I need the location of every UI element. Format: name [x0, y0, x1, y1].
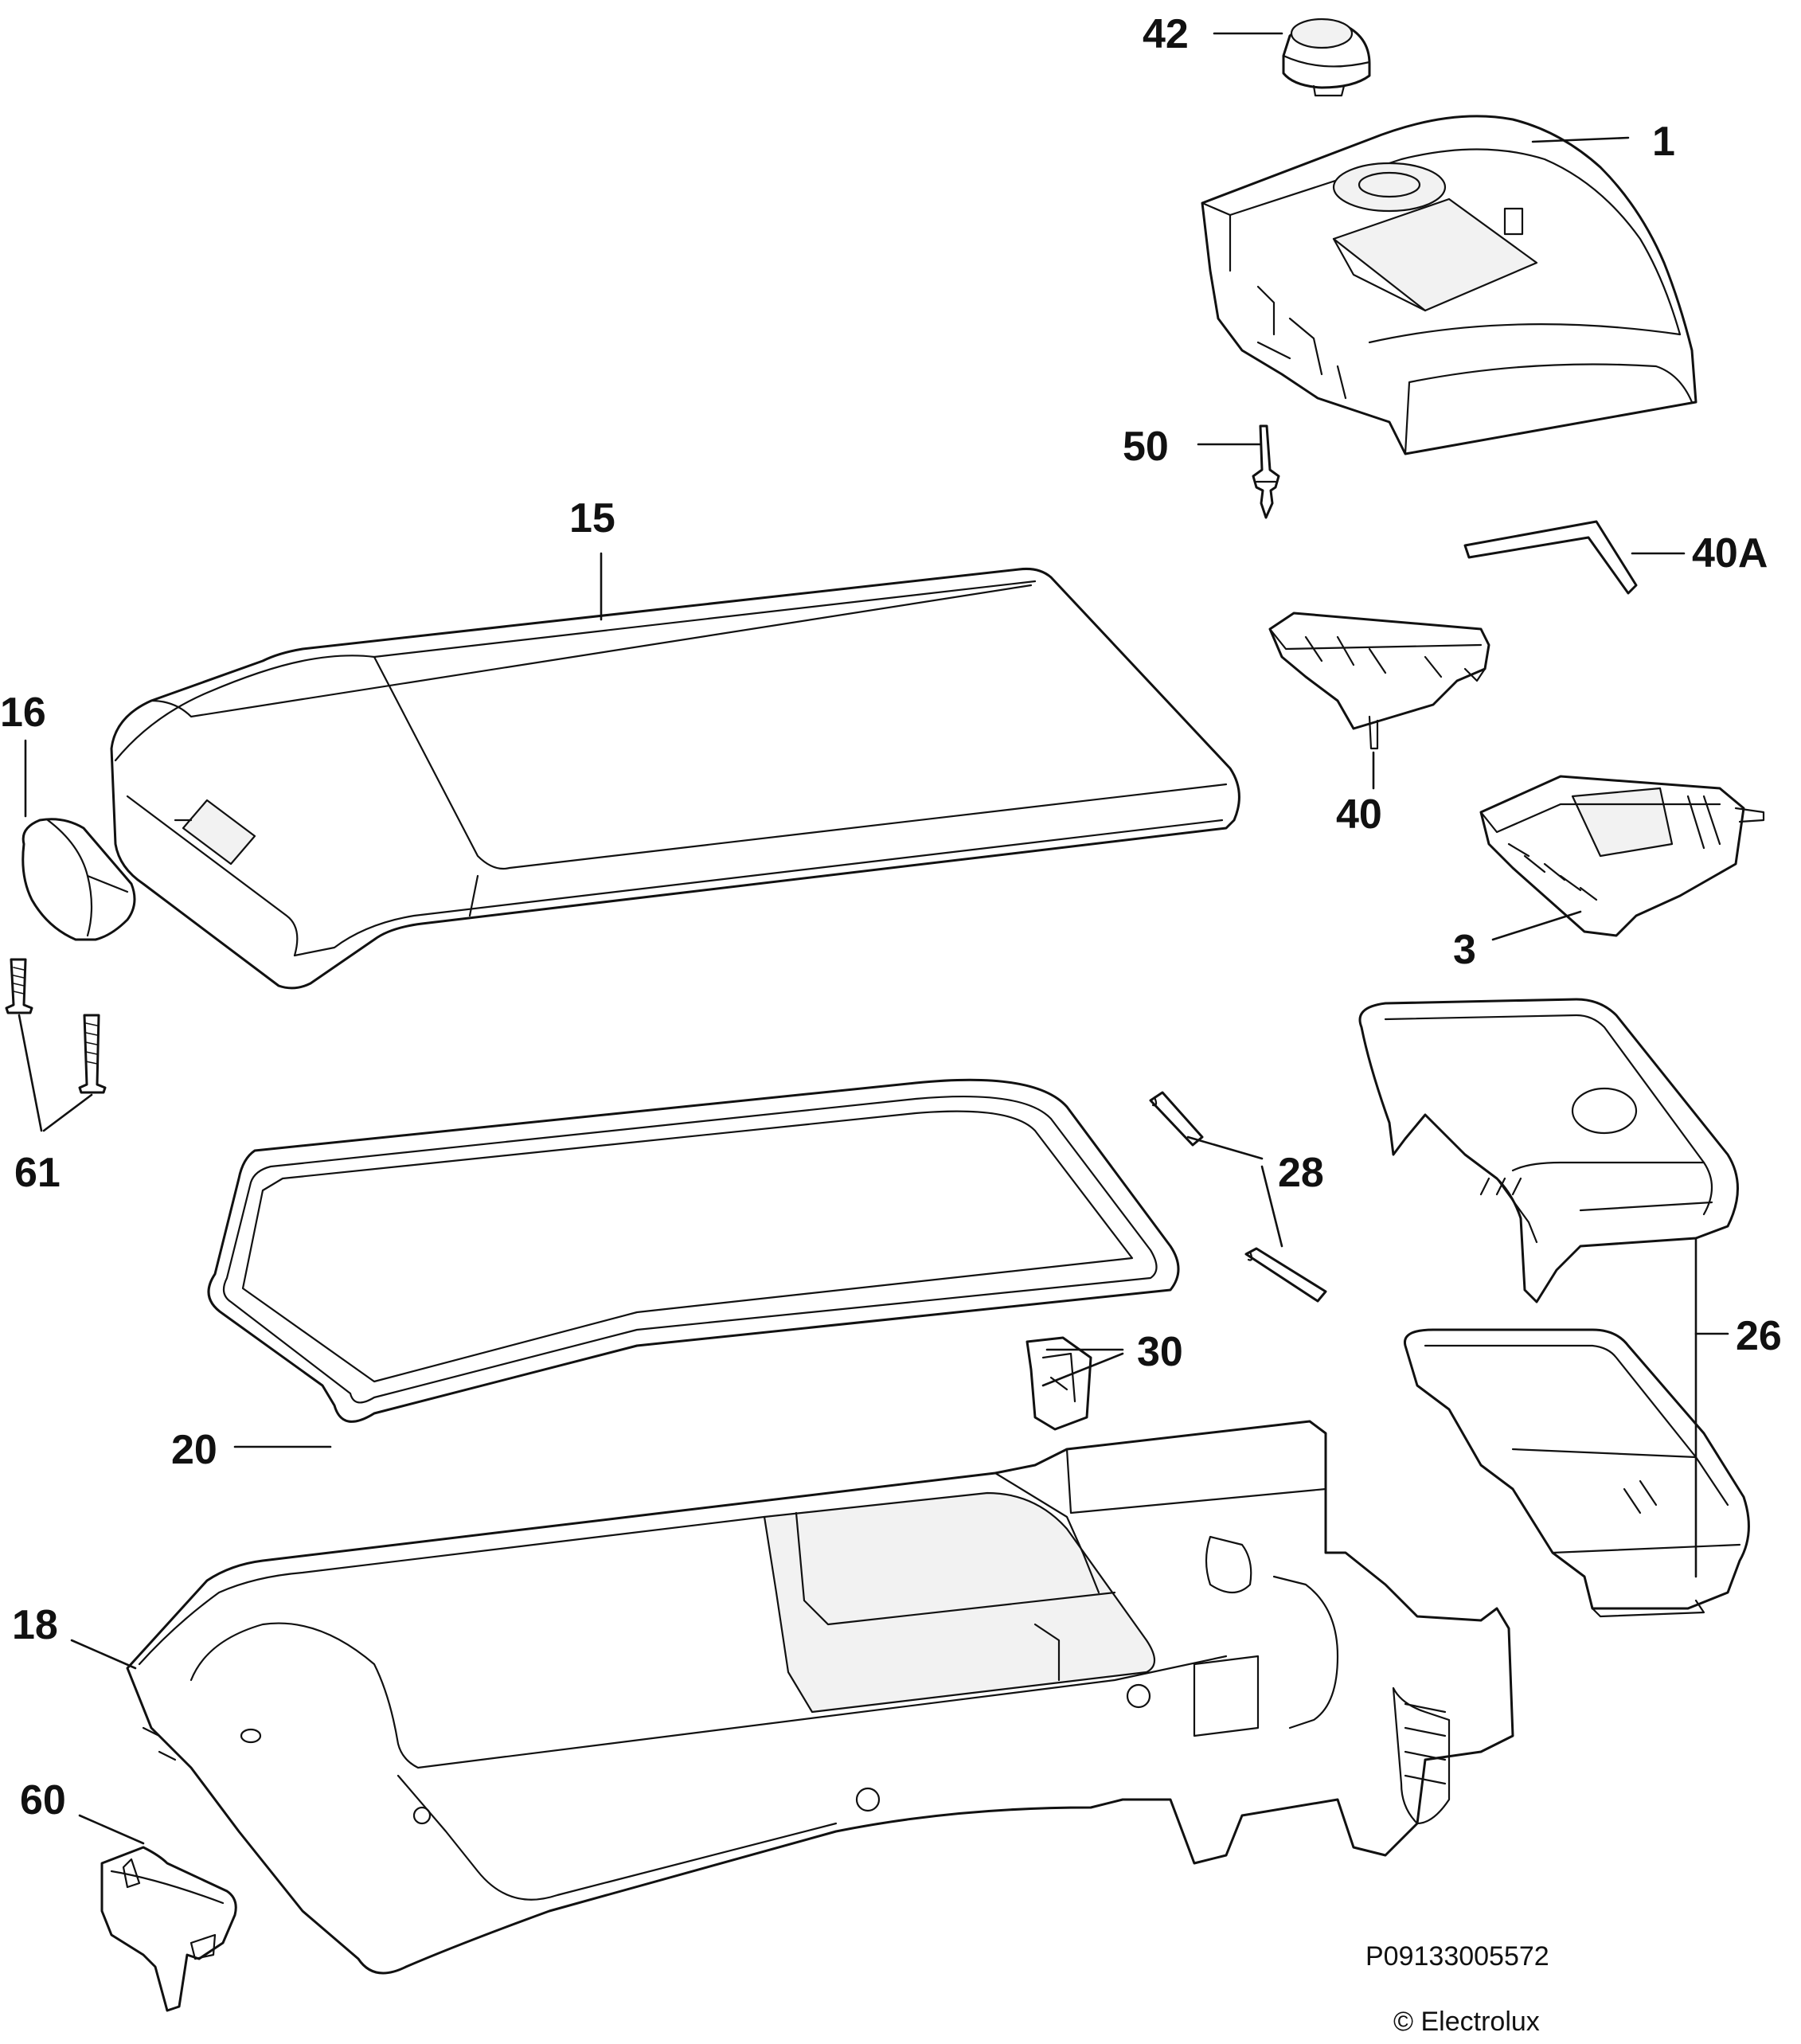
callout-50: 50	[1123, 424, 1169, 470]
part-28-pins	[1149, 1091, 1327, 1303]
part-40a-rod	[1463, 520, 1638, 595]
part-16-end-cap	[21, 818, 136, 941]
part-1-control-panel	[1201, 115, 1697, 455]
part-18-base-frame	[126, 1420, 1514, 1975]
callout-61: 61	[14, 1150, 61, 1196]
part-50-pin	[1252, 424, 1280, 519]
callout-labels: 42 1 50 15 40A 16 40 3 61 28 26 30 20 18…	[0, 11, 1782, 1823]
callout-18: 18	[12, 1602, 58, 1648]
part-3-control-board	[1479, 775, 1765, 937]
callout-60: 60	[20, 1777, 66, 1823]
part-30-clip	[1026, 1336, 1092, 1431]
part-42-knob	[1282, 18, 1371, 97]
callout-40a: 40A	[1692, 530, 1768, 576]
part-20-gasket	[207, 1078, 1180, 1423]
callout-1: 1	[1652, 119, 1675, 165]
copyright-notice: © Electrolux	[1393, 2007, 1540, 2037]
callout-15: 15	[569, 495, 615, 541]
callout-20: 20	[171, 1427, 217, 1473]
part-40-bracket	[1268, 612, 1490, 750]
reference-code: P09133005572	[1365, 1941, 1549, 1972]
part-26-dispenser	[1358, 998, 1750, 1618]
leader-lines	[18, 32, 1729, 1845]
part-60-lock	[100, 1846, 237, 2012]
callout-16: 16	[0, 690, 46, 736]
callout-40: 40	[1336, 791, 1382, 838]
callout-3: 3	[1453, 927, 1476, 973]
callout-42: 42	[1143, 11, 1189, 57]
callout-28: 28	[1278, 1150, 1324, 1196]
callout-30: 30	[1137, 1329, 1183, 1375]
part-15-lid	[110, 568, 1240, 990]
callout-26: 26	[1736, 1313, 1782, 1359]
part-61-screws	[5, 958, 107, 1094]
